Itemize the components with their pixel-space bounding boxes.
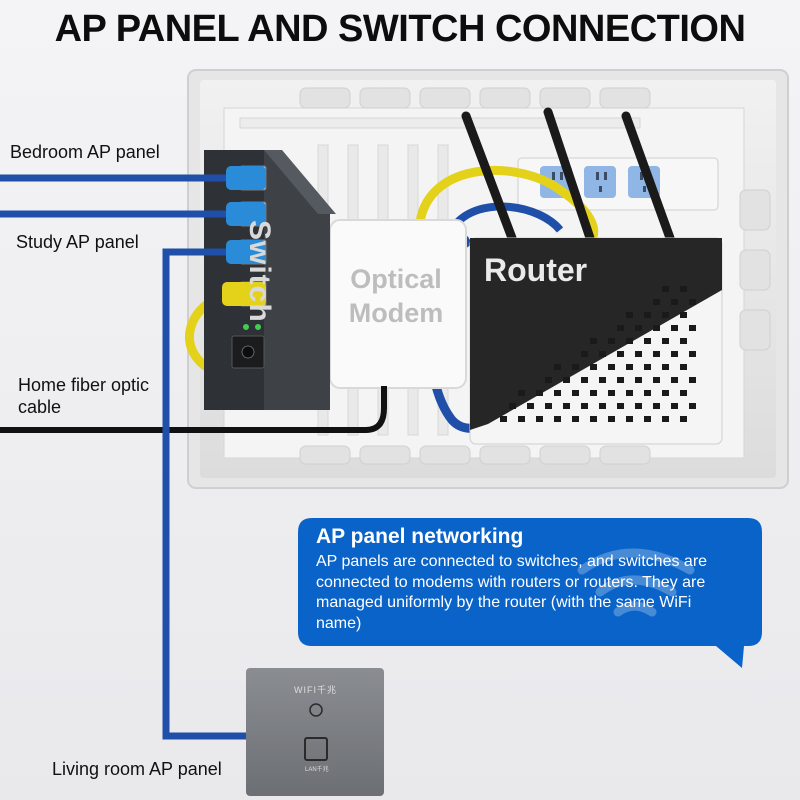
yellow-cable-modem-router <box>415 165 599 245</box>
router-vent-dot <box>689 351 696 357</box>
router-vent-dot <box>599 351 606 357</box>
router-vent-dot <box>626 338 633 344</box>
info-bubble <box>298 518 762 668</box>
router-vent-dot <box>554 416 561 422</box>
router-vent-dot <box>680 416 687 422</box>
router-vent-dot <box>662 312 669 318</box>
router-vent-dot <box>608 416 615 422</box>
router-vent-dot <box>581 377 588 383</box>
bedroom-ap-label: Bedroom AP panel <box>10 142 160 162</box>
router-vent-dot <box>671 299 678 305</box>
modem-label: Optical Modem <box>348 264 444 328</box>
ap-port-text: LAN千兆 <box>305 767 329 773</box>
router-vent-dot <box>581 351 588 357</box>
router-vent-dot <box>581 403 588 409</box>
router-vent-dot <box>509 403 516 409</box>
router <box>469 237 723 445</box>
router-vent-dot <box>644 416 651 422</box>
router-vent-dot <box>617 351 624 357</box>
router-vent-dot <box>590 390 597 396</box>
router-vent-dot <box>644 364 651 370</box>
router-vent-dot <box>671 351 678 357</box>
router-vent-dot <box>635 403 642 409</box>
router-vent-dot <box>536 416 543 422</box>
router-vent-dot <box>653 377 660 383</box>
router-vent-dot <box>572 390 579 396</box>
ap-brand-text: WIFI千兆 <box>294 685 337 695</box>
router-vent-dot <box>617 403 624 409</box>
router-vent-dot <box>644 312 651 318</box>
router-vent-dot <box>626 416 633 422</box>
fiber-cable <box>0 386 387 433</box>
router-vent-dot <box>518 416 525 422</box>
study-cable <box>0 202 266 226</box>
router-vent-dot <box>689 299 696 305</box>
router-vent-dot <box>662 338 669 344</box>
router-vent-dot <box>644 338 651 344</box>
info-body: AP panels are connected to switches, and… <box>316 553 708 632</box>
router-antennas <box>461 107 675 243</box>
living-room-ap-label: Living room AP panel <box>52 759 222 779</box>
living-room-ap-panel <box>246 668 384 796</box>
router-vent-dot <box>680 312 687 318</box>
router-vent-dot <box>635 377 642 383</box>
study-ap-label: Study AP panel <box>16 232 139 252</box>
router-vent-dot <box>590 364 597 370</box>
living-room-cable <box>162 240 266 740</box>
router-vent-dot <box>599 377 606 383</box>
router-vent-dot <box>689 377 696 383</box>
router-vent-dot <box>545 403 552 409</box>
router-vent-dot <box>635 325 642 331</box>
router-vent-dot <box>644 390 651 396</box>
router-vent-dot <box>617 377 624 383</box>
router-vent-dot <box>653 325 660 331</box>
router-vent-dot <box>653 299 660 305</box>
router-vent-dot <box>689 403 696 409</box>
router-vent-dot <box>653 351 660 357</box>
bedroom-cable <box>0 166 266 190</box>
router-vent-dot <box>545 377 552 383</box>
router-vent-dot <box>572 364 579 370</box>
router-vent-dot <box>590 416 597 422</box>
router-vent-dot <box>662 416 669 422</box>
router-vent-dot <box>554 364 561 370</box>
switch-label: Switch <box>243 220 276 323</box>
router-vent-dot <box>563 377 570 383</box>
router-vent-dot <box>608 390 615 396</box>
router-vent-dot <box>599 403 606 409</box>
router-vent-dot <box>680 390 687 396</box>
yellow-plug <box>222 282 266 306</box>
router-vent-dot <box>608 338 615 344</box>
router-vent-dot <box>608 364 615 370</box>
page-title: AP PANEL AND SWITCH CONNECTION <box>54 8 746 50</box>
router-vent-dot <box>689 325 696 331</box>
info-heading: AP panel networking <box>316 525 524 548</box>
router-vent-dot <box>671 403 678 409</box>
router-vent-dot <box>653 403 660 409</box>
router-vent-dot <box>680 286 687 292</box>
router-vent-dot <box>590 338 597 344</box>
router-vent-dot <box>518 390 525 396</box>
router-vent-dot <box>554 390 561 396</box>
router-vent-dot <box>662 364 669 370</box>
router-vent-dot <box>617 325 624 331</box>
router-vent-dot <box>500 416 507 422</box>
router-vent-dot <box>635 351 642 357</box>
router-label: Router <box>484 252 588 288</box>
router-vent-dot <box>626 364 633 370</box>
router-vent-dot <box>671 377 678 383</box>
router-vent-dot <box>680 364 687 370</box>
router-vent-dot <box>536 390 543 396</box>
router-vent-dot <box>527 403 534 409</box>
router-vent-dot <box>680 338 687 344</box>
router-vent-dot <box>572 416 579 422</box>
router-vent-dot <box>671 325 678 331</box>
fiber-cable-label: Home fiber optic cable <box>18 375 150 417</box>
router-vent-dot <box>662 286 669 292</box>
router-vent-dot <box>626 390 633 396</box>
router-vent-dot <box>662 390 669 396</box>
router-vent-dot <box>626 312 633 318</box>
router-vent-dot <box>563 403 570 409</box>
